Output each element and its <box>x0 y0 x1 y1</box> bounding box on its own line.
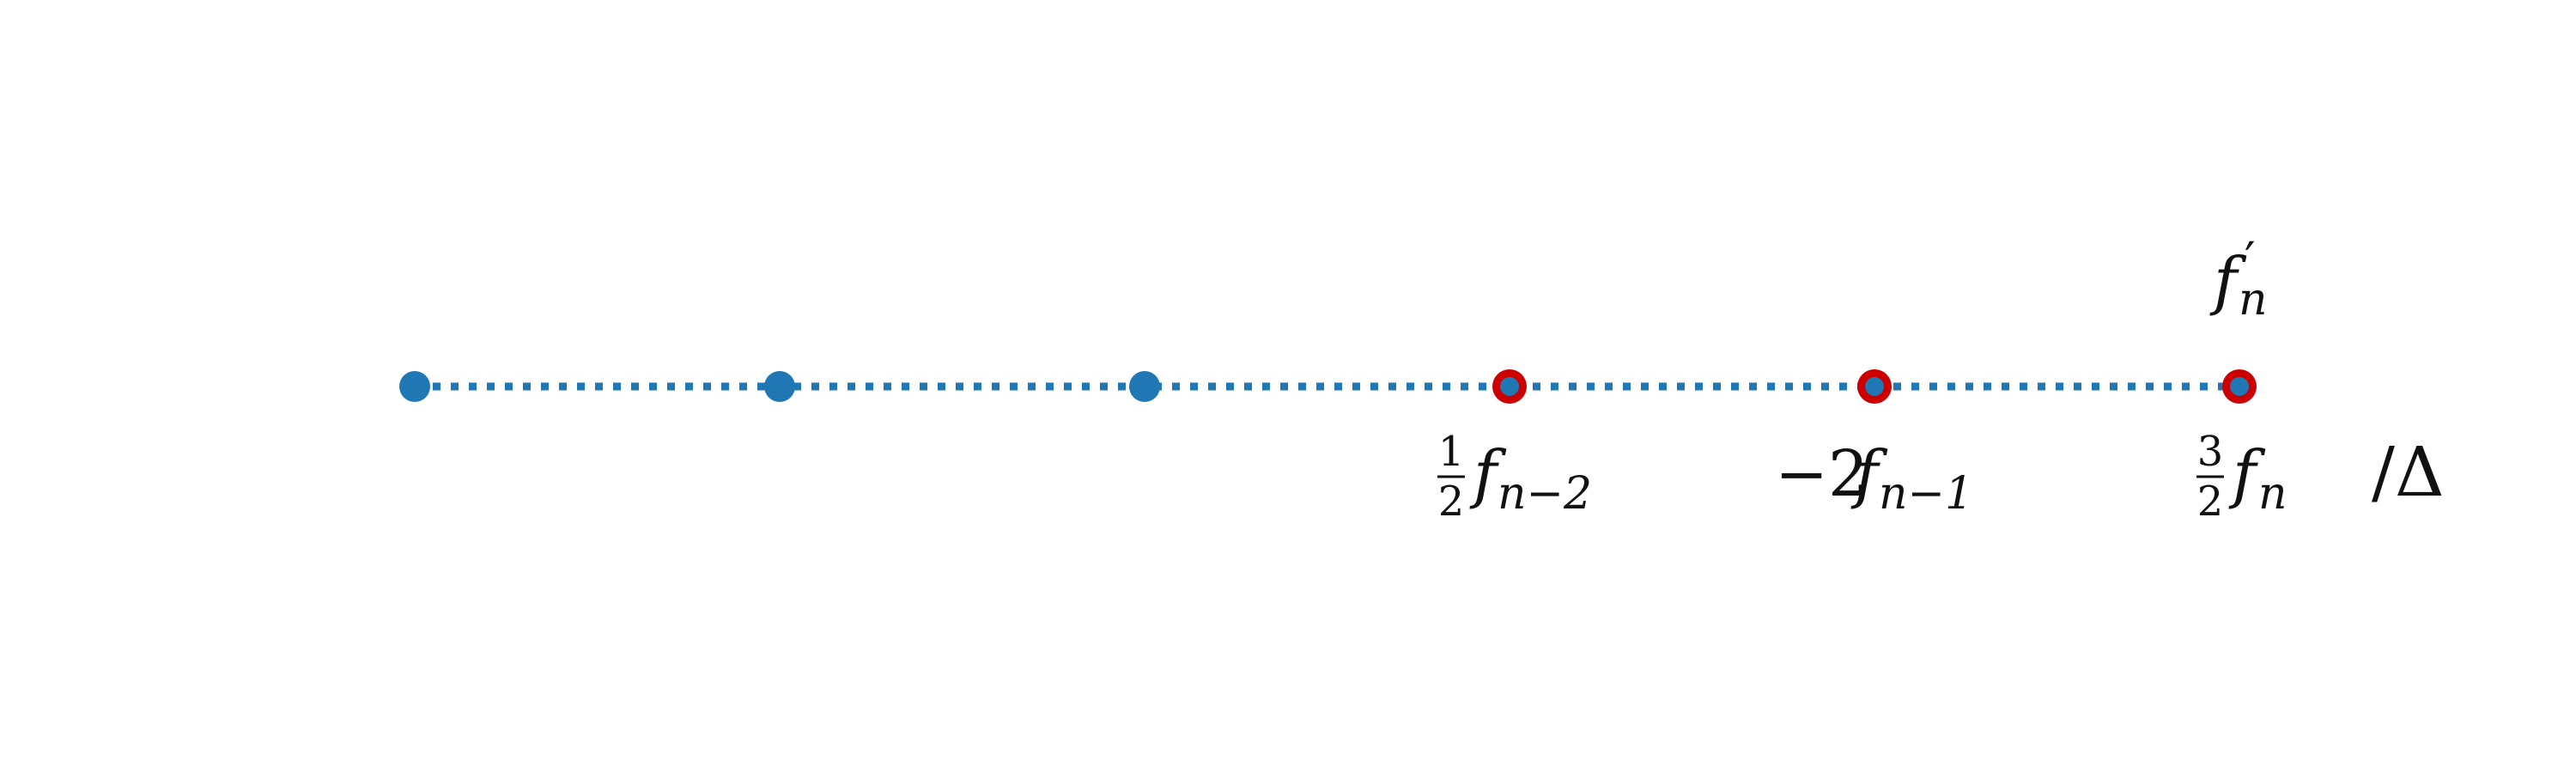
stencil-point-3 <box>1500 377 1519 396</box>
coef-2-value: −2 <box>1775 437 1868 511</box>
stencil-points <box>399 369 2257 404</box>
coef-2-term-subscript: n−1 <box>1879 468 1973 520</box>
coef-3-term-subscript: n <box>2258 468 2287 520</box>
result-label: f ′ n <box>2209 233 2268 326</box>
coef-1-numerator: 1 <box>1438 428 1465 476</box>
coefficient-label-3: 3 2 f n <box>2196 428 2287 526</box>
coef-1-term-subscript: n−2 <box>1498 468 1592 520</box>
stencil-point-0 <box>399 371 430 402</box>
result-prime: ′ <box>2245 233 2256 289</box>
coef-1-denominator: 2 <box>1438 478 1465 526</box>
coef-3-numerator: 3 <box>2197 428 2224 476</box>
stencil-point-2 <box>1129 371 1160 402</box>
divisor-label: /Δ <box>2372 432 2445 512</box>
coefficient-label-1: 1 2 f n−2 <box>1437 428 1592 526</box>
result-subscript: n <box>2239 274 2268 326</box>
coefficient-label-2: −2 f n−1 <box>1775 437 1973 520</box>
stencil-point-4 <box>1865 377 1884 396</box>
stencil-point-5 <box>2230 377 2249 396</box>
coef-3-denominator: 2 <box>2197 478 2224 526</box>
stencil-point-1 <box>764 371 795 402</box>
